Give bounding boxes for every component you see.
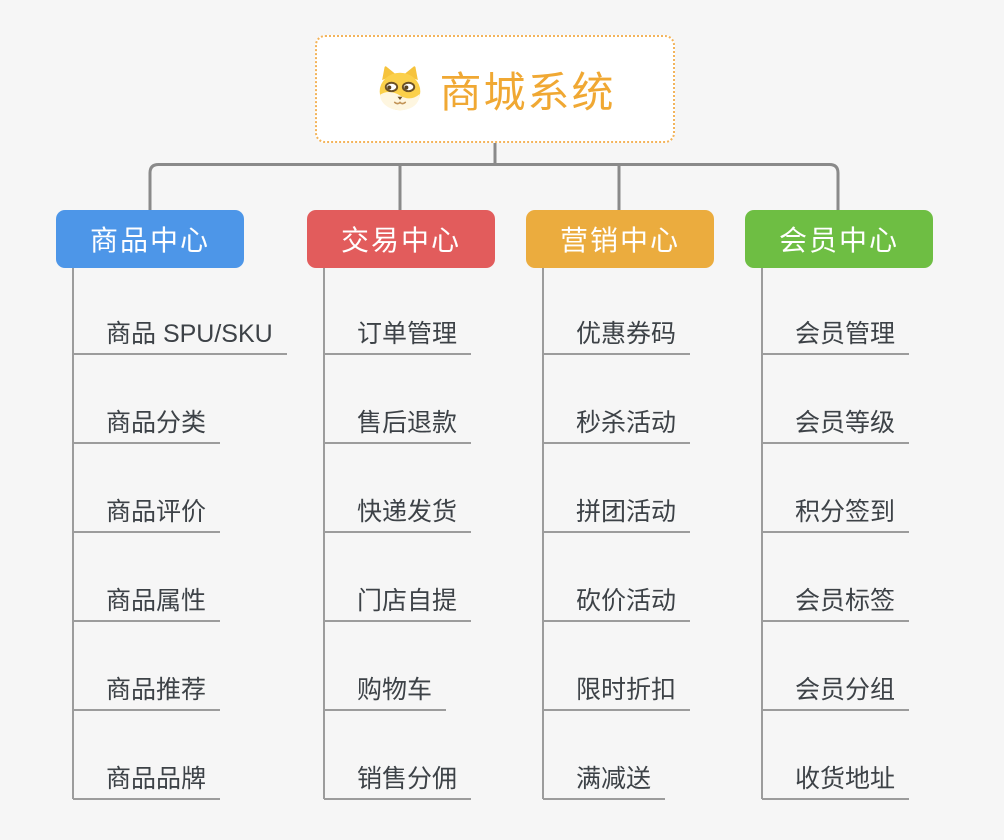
child-topic[interactable]: 优惠券码 [543,320,691,355]
child-topic[interactable]: 商品属性 [73,587,221,622]
root-topic[interactable]: 商城系统 [315,35,675,143]
child-topic[interactable]: 商品分类 [73,409,221,444]
child-topic[interactable]: 商品评价 [73,498,221,533]
child-topic[interactable]: 快递发货 [324,498,472,533]
child-topic[interactable]: 门店自提 [324,587,472,622]
branch-topic-trade-center[interactable]: 交易中心 [307,210,495,268]
shiba-dog-icon [374,65,426,113]
child-topic[interactable]: 购物车 [324,676,447,711]
child-topic[interactable]: 拼团活动 [543,498,691,533]
child-topic[interactable]: 商品推荐 [73,676,221,711]
child-topic[interactable]: 满减送 [543,765,666,800]
branch-topic-label: 交易中心 [340,225,461,256]
child-topic[interactable]: 会员等级 [762,409,910,444]
child-topic[interactable]: 秒杀活动 [543,409,691,444]
child-topic[interactable]: 会员分组 [762,676,910,711]
child-topic[interactable]: 会员标签 [762,587,910,622]
child-topic[interactable]: 砍价活动 [543,587,691,622]
branch-topic-label: 商品中心 [89,225,210,256]
branch-topic-product-center[interactable]: 商品中心 [56,210,244,268]
child-topic[interactable]: 收货地址 [762,765,910,800]
child-topic[interactable]: 积分签到 [762,498,910,533]
child-topic[interactable]: 售后退款 [324,409,472,444]
branch-topic-label: 营销中心 [559,225,680,256]
root-topic-title: 商城系统 [439,68,616,116]
child-topic[interactable]: 商品品牌 [73,765,221,800]
child-topic[interactable]: 订单管理 [324,320,472,355]
branch-topic-member-center[interactable]: 会员中心 [745,210,933,268]
branch-topic-marketing-center[interactable]: 营销中心 [526,210,714,268]
child-topic[interactable]: 商品 SPU/SKU [73,320,287,355]
branch-children-trade-center: 订单管理 售后退款 快递发货 门店自提 购物车 销售分佣 [324,0,584,840]
child-topic[interactable]: 销售分佣 [324,765,472,800]
branch-children-member-center: 会员管理 会员等级 积分签到 会员标签 会员分组 收货地址 [762,0,1004,840]
branch-topic-label: 会员中心 [778,225,899,256]
child-topic[interactable]: 会员管理 [762,320,910,355]
branch-children-marketing-center: 优惠券码 秒杀活动 拼团活动 砍价活动 限时折扣 满减送 [543,0,803,840]
child-topic[interactable]: 限时折扣 [543,676,691,711]
branch-children-product-center: 商品 SPU/SKU 商品分类 商品评价 商品属性 商品推荐 商品品牌 [73,0,333,840]
